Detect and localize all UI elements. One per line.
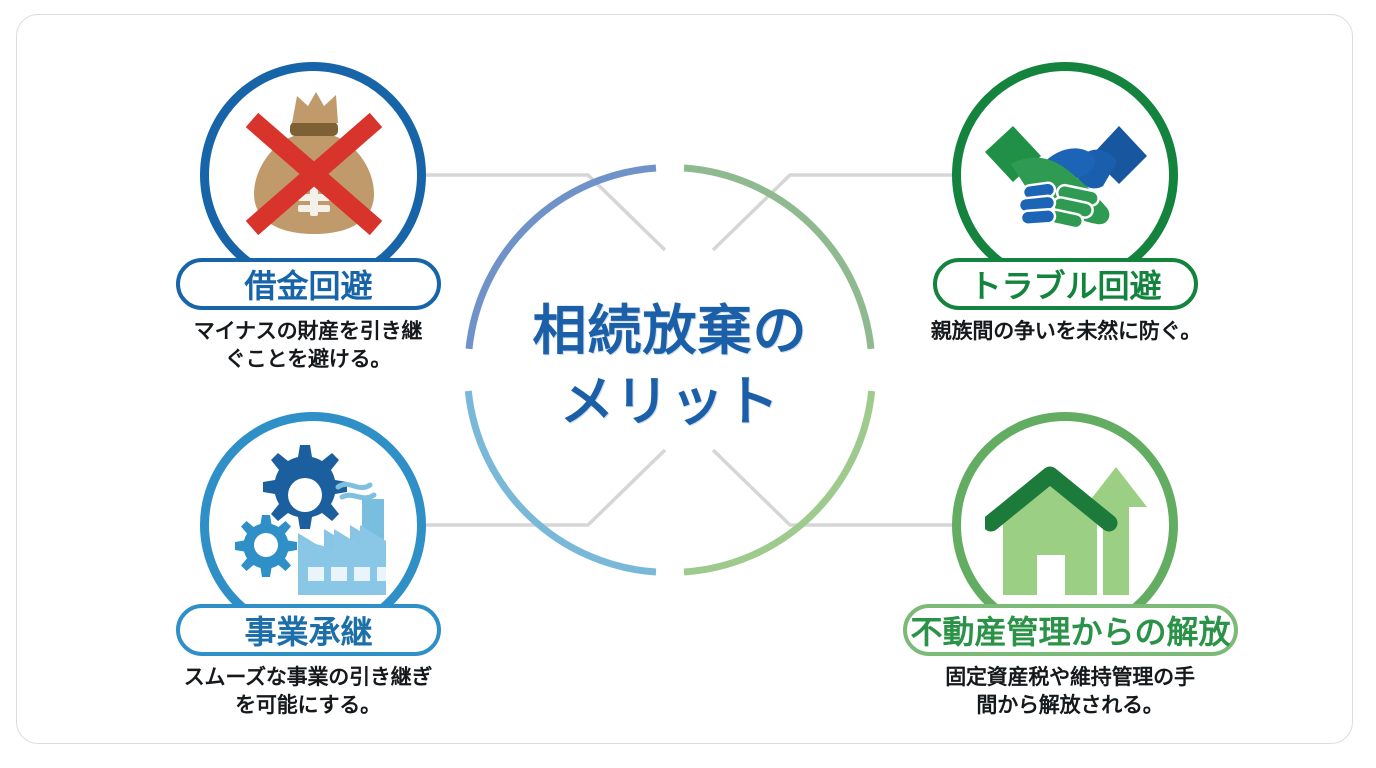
house-up-arrow-icon bbox=[985, 466, 1147, 595]
business-caption: スムーズな事業の引き継ぎ を可能にする。 bbox=[158, 664, 458, 720]
debt-caption: マイナスの財産を引き継 ぐことを避ける。 bbox=[158, 318, 458, 374]
debt-caption-line2: ぐことを避ける。 bbox=[224, 346, 392, 371]
business-label: 事業承継 bbox=[244, 613, 373, 651]
debt-label-pill[interactable]: 借金回避 bbox=[176, 258, 441, 310]
debt-label: 借金回避 bbox=[244, 267, 373, 305]
realestate-caption: 固定資産税や維持管理の手 間から解放される。 bbox=[915, 664, 1225, 720]
factory-gears-icon bbox=[235, 445, 386, 595]
handshake-icon bbox=[985, 126, 1147, 230]
business-caption-line2: を可能にする。 bbox=[235, 692, 381, 717]
center-ring bbox=[464, 164, 876, 576]
center-title-line1: 相続放棄の bbox=[532, 299, 808, 362]
center-title-line2: メリット bbox=[560, 370, 780, 434]
trouble-caption-line1: 親族間の争いを未然に防ぐ。 bbox=[930, 319, 1202, 343]
debt-caption-line1: マイナスの財産を引き継 bbox=[193, 319, 423, 343]
money-bag-crossed-out-icon bbox=[245, 92, 383, 236]
trouble-label-pill[interactable]: トラブル回避 bbox=[933, 258, 1198, 310]
trouble-caption: 親族間の争いを未然に防ぐ。 bbox=[915, 318, 1217, 346]
business-caption-line1: スムーズな事業の引き継ぎ bbox=[183, 665, 433, 689]
realestate-caption-line2: 間から解放される。 bbox=[976, 692, 1164, 717]
realestate-label: 不動産管理からの解放 bbox=[910, 613, 1231, 651]
business-icon-circle bbox=[200, 412, 426, 638]
realestate-caption-line1: 固定資産税や維持管理の手 bbox=[945, 665, 1195, 689]
trouble-label: トラブル回避 bbox=[969, 267, 1162, 305]
center-title: 相続放棄の メリット bbox=[495, 295, 845, 438]
business-label-pill[interactable]: 事業承継 bbox=[176, 604, 441, 656]
realestate-label-pill[interactable]: 不動産管理からの解放 bbox=[903, 604, 1238, 656]
